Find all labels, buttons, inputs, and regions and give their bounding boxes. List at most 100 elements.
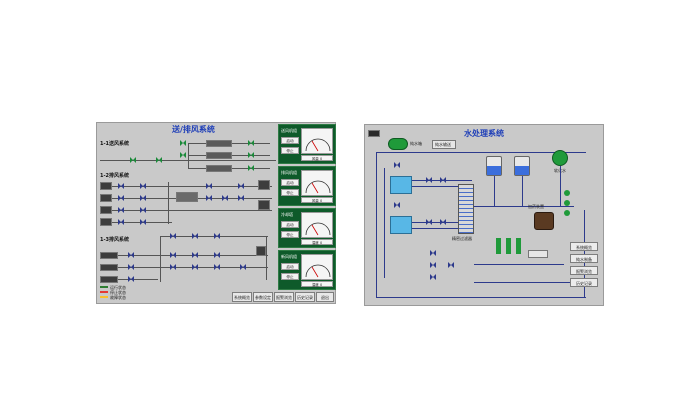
- valve-icon[interactable]: [128, 264, 134, 270]
- settings-button[interactable]: 参数设定: [253, 292, 273, 302]
- dosing-drum-icon[interactable]: [534, 212, 554, 230]
- valve-icon[interactable]: [140, 207, 146, 213]
- valve-icon[interactable]: [118, 219, 124, 225]
- start-button[interactable]: 启动: [281, 221, 299, 228]
- alarm-button[interactable]: 报警浏览: [274, 292, 294, 302]
- history-button[interactable]: 历史记录: [570, 278, 598, 287]
- valve-icon[interactable]: [180, 140, 186, 146]
- tank-fill: [515, 166, 529, 175]
- unit-card-2: 冷却塔 启动 停止 温度 0: [278, 208, 336, 248]
- valve-icon[interactable]: [430, 274, 436, 280]
- membrane-stack[interactable]: [390, 216, 412, 234]
- valve-icon[interactable]: [180, 152, 186, 158]
- tank-fill: [487, 166, 501, 175]
- stop-button[interactable]: 停止: [281, 147, 299, 154]
- start-button[interactable]: 启动: [281, 179, 299, 186]
- valve-icon[interactable]: [394, 162, 400, 168]
- valve-icon[interactable]: [426, 177, 432, 183]
- stop-button[interactable]: 停止: [281, 273, 299, 280]
- valve-icon[interactable]: [156, 157, 162, 163]
- filter-label: 精密过滤器: [452, 236, 472, 241]
- valve-icon[interactable]: [214, 252, 220, 258]
- fan-unit-c[interactable]: [100, 206, 112, 214]
- softener-icon[interactable]: [552, 150, 568, 166]
- valve-icon[interactable]: [426, 219, 432, 225]
- exhaust-fan-c[interactable]: [100, 276, 118, 283]
- fan-unit-a[interactable]: [100, 182, 112, 190]
- valve-icon[interactable]: [192, 233, 198, 239]
- stop-button[interactable]: 停止: [281, 189, 299, 196]
- gauge-icon: [301, 170, 333, 196]
- valve-icon[interactable]: [248, 140, 254, 146]
- water-treatment-title: 水处理系统: [464, 129, 504, 138]
- valve-icon[interactable]: [430, 250, 436, 256]
- valve-icon[interactable]: [240, 264, 246, 270]
- pipe: [474, 206, 574, 207]
- valve-icon[interactable]: [214, 233, 220, 239]
- start-button[interactable]: 启动: [281, 263, 299, 270]
- valve-icon[interactable]: [118, 207, 124, 213]
- column-icon[interactable]: [516, 238, 521, 254]
- start-button[interactable]: 启动: [281, 137, 299, 144]
- valve-icon[interactable]: [440, 177, 446, 183]
- fan-unit-b[interactable]: [100, 194, 112, 202]
- fan-motor[interactable]: [256, 246, 266, 256]
- valve-icon[interactable]: [192, 252, 198, 258]
- exhaust-fan-a[interactable]: [100, 252, 118, 259]
- unit-name: 冷却塔: [281, 212, 293, 217]
- valve-icon[interactable]: [170, 264, 176, 270]
- gauge-reading: 风量 0: [301, 155, 333, 161]
- unit-card-1: 排风机组 启动 停止 风量 0: [278, 166, 336, 206]
- fan-unit-d[interactable]: [100, 218, 112, 226]
- transfer-box[interactable]: [432, 140, 456, 149]
- valve-icon[interactable]: [222, 195, 228, 201]
- valve-icon[interactable]: [118, 183, 124, 189]
- air-handler-2[interactable]: [206, 152, 232, 159]
- pure-water-tank-icon[interactable]: [388, 138, 408, 150]
- valve-icon[interactable]: [430, 262, 436, 268]
- history-button[interactable]: 历史记录: [295, 292, 315, 302]
- valve-icon[interactable]: [170, 252, 176, 258]
- valve-icon[interactable]: [238, 183, 244, 189]
- filter-array[interactable]: [458, 184, 474, 234]
- valve-icon[interactable]: [130, 157, 136, 163]
- pump-icon[interactable]: [564, 210, 570, 216]
- membrane-stack[interactable]: [390, 176, 412, 194]
- valve-icon[interactable]: [206, 183, 212, 189]
- pump-icon[interactable]: [564, 200, 570, 206]
- valve-icon[interactable]: [128, 252, 134, 258]
- pump-icon[interactable]: [564, 190, 570, 196]
- dosing-box[interactable]: [528, 250, 548, 258]
- valve-icon[interactable]: [248, 152, 254, 158]
- valve-icon[interactable]: [140, 195, 146, 201]
- valve-icon[interactable]: [248, 165, 254, 171]
- valve-icon[interactable]: [214, 264, 220, 270]
- valve-icon[interactable]: [192, 264, 198, 270]
- column-icon[interactable]: [506, 238, 511, 254]
- air-handler-3[interactable]: [206, 165, 232, 172]
- alarm-button[interactable]: 报警浏览: [570, 266, 598, 275]
- purification-button[interactable]: 纯水制备: [570, 254, 598, 263]
- air-handler-1[interactable]: [206, 140, 232, 147]
- valve-icon[interactable]: [140, 219, 146, 225]
- exit-button[interactable]: 退出: [316, 292, 334, 302]
- exhaust-unit[interactable]: [176, 192, 198, 202]
- valve-icon[interactable]: [206, 195, 212, 201]
- fan-motor[interactable]: [258, 180, 270, 190]
- valve-icon[interactable]: [140, 183, 146, 189]
- fan-motor[interactable]: [258, 200, 270, 210]
- overview-button[interactable]: 系统概览: [232, 292, 252, 302]
- exhaust-fan-b[interactable]: [100, 264, 118, 271]
- valve-icon[interactable]: [394, 202, 400, 208]
- valve-icon[interactable]: [128, 276, 134, 282]
- pipe: [168, 182, 169, 224]
- pipe: [560, 166, 561, 206]
- valve-icon[interactable]: [238, 195, 244, 201]
- stop-button[interactable]: 停止: [281, 231, 299, 238]
- valve-icon[interactable]: [440, 219, 446, 225]
- valve-icon[interactable]: [118, 195, 124, 201]
- overview-button[interactable]: 系统概览: [570, 242, 598, 251]
- valve-icon[interactable]: [448, 262, 454, 268]
- column-icon[interactable]: [496, 238, 501, 254]
- valve-icon[interactable]: [170, 233, 176, 239]
